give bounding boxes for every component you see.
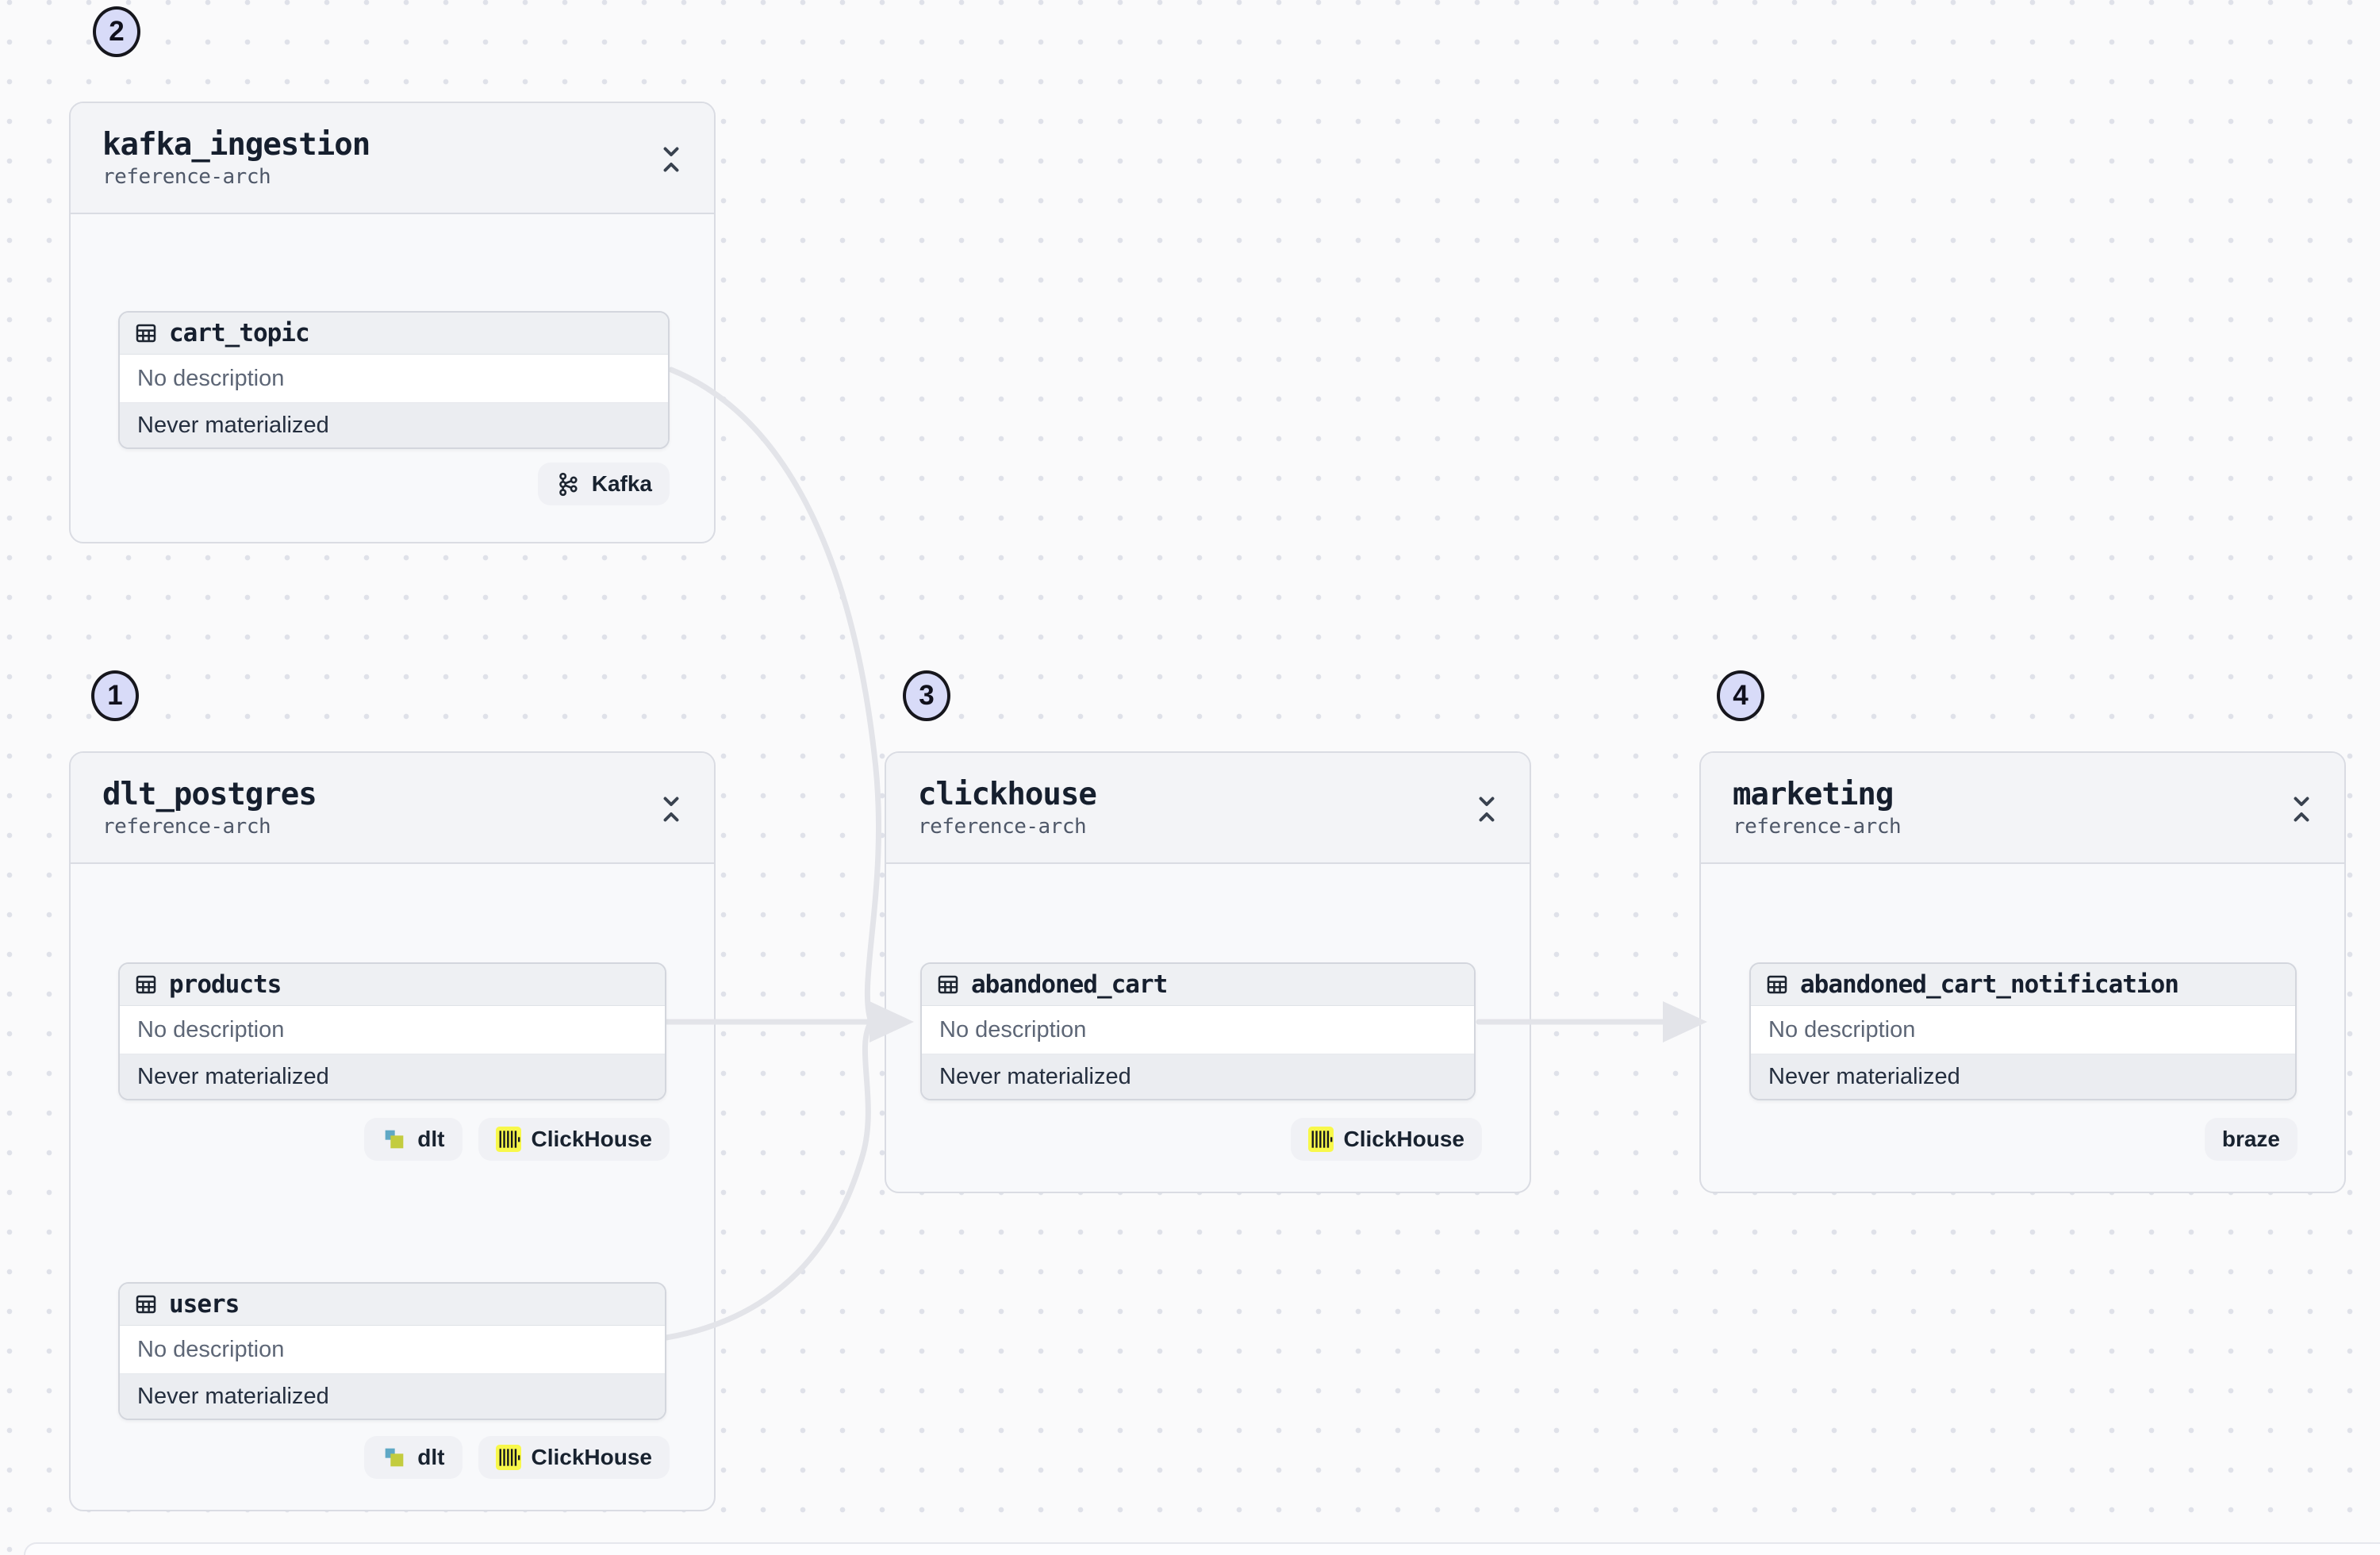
dlt-icon <box>382 1127 407 1152</box>
step-marker-4: 4 <box>1717 670 1764 721</box>
group-subtitle: reference-arch <box>918 815 1087 839</box>
kind-tag-clickhouse: ClickHouse <box>1290 1118 1482 1161</box>
group-header[interactable]: dlt_postgres reference-arch <box>71 753 714 864</box>
group-title: dlt_postgres <box>102 777 317 812</box>
group-subtitle: reference-arch <box>102 165 271 189</box>
group-header[interactable]: kafka_ingestion reference-arch <box>71 103 714 214</box>
group-subtitle: reference-arch <box>102 815 271 839</box>
kind-tag-dlt: dlt <box>364 1118 463 1161</box>
asset-header: abandoned_cart_notification <box>1751 964 2295 1006</box>
step-marker-label: 4 <box>1733 680 1749 711</box>
table-icon <box>134 321 158 345</box>
group-header[interactable]: marketing reference-arch <box>1701 753 2344 864</box>
asset-description: No description <box>922 1006 1474 1054</box>
step-marker-1: 1 <box>91 670 139 721</box>
group-header[interactable]: clickhouse reference-arch <box>886 753 1530 864</box>
kind-tag-clickhouse: ClickHouse <box>478 1118 670 1161</box>
kind-tags-users: dlt ClickHouse <box>364 1436 670 1479</box>
kind-tags-cart-topic: Kafka <box>537 463 670 505</box>
table-icon <box>134 973 158 996</box>
group-title: clickhouse <box>918 777 1097 812</box>
asset-header: users <box>120 1284 665 1326</box>
collapse-button[interactable] <box>1471 794 1503 826</box>
clickhouse-icon <box>495 1127 521 1152</box>
asset-name: products <box>169 970 282 999</box>
kind-tag-label: ClickHouse <box>1343 1127 1465 1151</box>
asset-description: No description <box>120 1006 665 1054</box>
bottom-panel-edge <box>24 1542 2380 1555</box>
asset-description: No description <box>1751 1006 2295 1054</box>
table-icon <box>936 973 960 996</box>
kind-tag-label: ClickHouse <box>531 1127 653 1151</box>
asset-name: abandoned_cart <box>971 970 1168 999</box>
asset-name: abandoned_cart_notification <box>1800 970 2179 999</box>
kind-tags-notification: braze <box>2204 1118 2297 1161</box>
kind-tag-label: braze <box>2221 1127 2280 1151</box>
table-icon <box>134 1292 158 1316</box>
kind-tag-label: dlt <box>417 1127 445 1151</box>
step-marker-label: 1 <box>107 680 123 711</box>
asset-products[interactable]: products No description Never materializ… <box>118 962 666 1100</box>
collapse-button[interactable] <box>655 794 687 826</box>
kind-tags-abandoned-cart: ClickHouse <box>1290 1118 1482 1161</box>
asset-cart-topic[interactable]: cart_topic No description Never material… <box>118 311 670 449</box>
table-icon <box>1765 973 1789 996</box>
collapse-button[interactable] <box>655 144 687 176</box>
asset-description: No description <box>120 355 668 403</box>
kind-tag-label: Kafka <box>591 471 652 496</box>
kind-tag-kafka: Kafka <box>537 463 670 505</box>
step-marker-label: 3 <box>919 680 935 711</box>
collapse-vertical-icon <box>2290 795 2313 826</box>
asset-status: Never materialized <box>922 1054 1474 1099</box>
asset-status: Never materialized <box>120 403 668 447</box>
asset-name: users <box>169 1290 240 1319</box>
asset-header: cart_topic <box>120 313 668 355</box>
collapse-vertical-icon <box>659 795 683 826</box>
collapse-button[interactable] <box>2286 794 2317 826</box>
asset-description: No description <box>120 1326 665 1374</box>
asset-header: abandoned_cart <box>922 964 1474 1006</box>
group-title: marketing <box>1733 777 1894 812</box>
step-marker-label: 2 <box>109 16 125 47</box>
asset-status: Never materialized <box>120 1054 665 1099</box>
kind-tag-label: dlt <box>417 1445 445 1469</box>
kafka-icon <box>555 471 582 497</box>
clickhouse-icon <box>495 1445 521 1470</box>
collapse-vertical-icon <box>659 145 683 176</box>
asset-status: Never materialized <box>120 1374 665 1419</box>
clickhouse-icon <box>1307 1127 1334 1152</box>
dlt-icon <box>382 1445 407 1470</box>
kind-tag-braze: braze <box>2204 1118 2297 1161</box>
asset-header: products <box>120 964 665 1006</box>
step-marker-2: 2 <box>93 6 140 57</box>
kind-tags-products: dlt ClickHouse <box>364 1118 670 1161</box>
group-subtitle: reference-arch <box>1733 815 1902 839</box>
asset-name: cart_topic <box>169 319 310 347</box>
group-title: kafka_ingestion <box>102 127 370 163</box>
kind-tag-dlt: dlt <box>364 1436 463 1479</box>
kind-tag-clickhouse: ClickHouse <box>478 1436 670 1479</box>
kind-tag-label: ClickHouse <box>531 1445 653 1469</box>
asset-abandoned-cart-notification[interactable]: abandoned_cart_notification No descripti… <box>1749 962 2297 1100</box>
step-marker-3: 3 <box>903 670 950 721</box>
collapse-vertical-icon <box>1475 795 1499 826</box>
asset-status: Never materialized <box>1751 1054 2295 1099</box>
asset-users[interactable]: users No description Never materialized <box>118 1282 666 1420</box>
asset-abandoned-cart[interactable]: abandoned_cart No description Never mate… <box>920 962 1476 1100</box>
